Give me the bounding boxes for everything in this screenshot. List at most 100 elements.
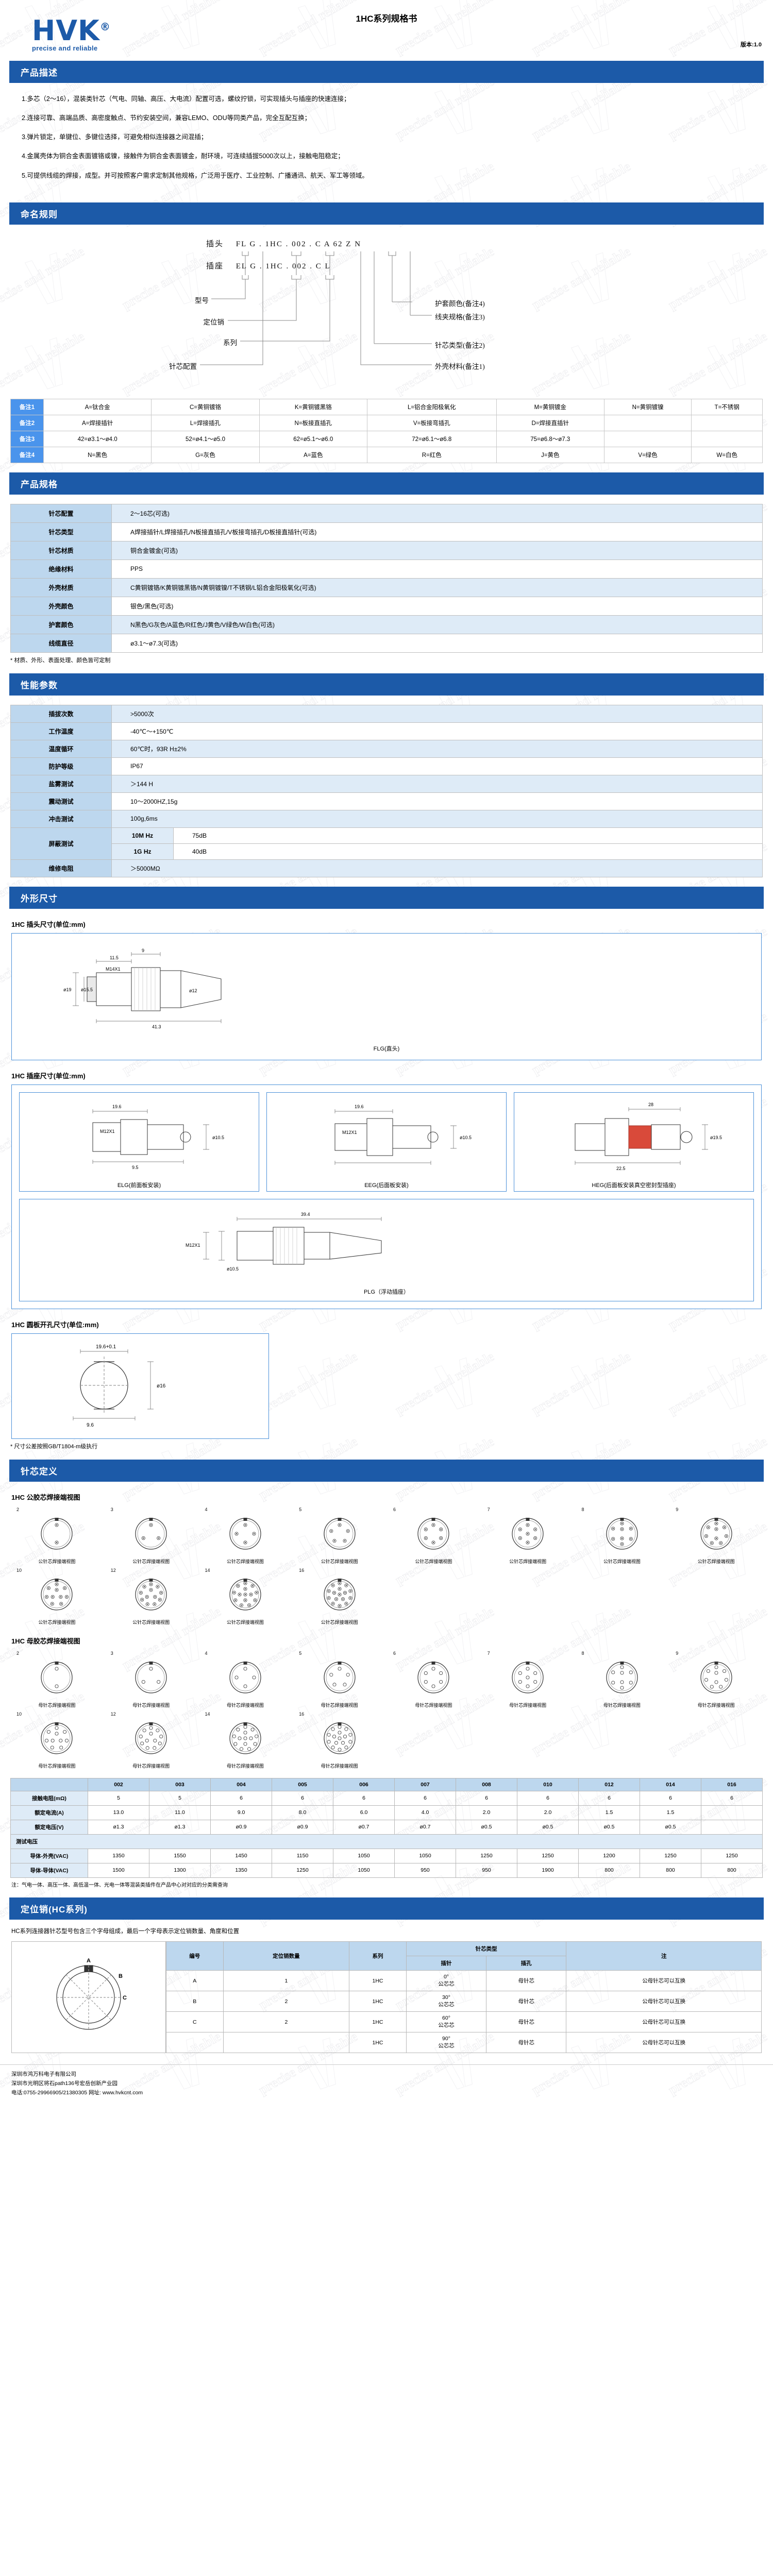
elec-row-key: 额定电流(A)	[10, 1805, 88, 1820]
naming-right-label-clamp: 线夹规格(备注3)	[435, 313, 485, 321]
pin-cell-caption: 公针芯焊接端视图	[38, 1619, 76, 1625]
pin-circle-icon	[11, 1656, 103, 1702]
elec-row-key: 接触电阻(mΩ)	[10, 1790, 88, 1806]
spec-value: PPS	[111, 559, 763, 579]
pin-cell-caption: 公针芯焊接端视图	[321, 1619, 358, 1625]
naming-left-label-pin: 定位销	[203, 318, 225, 326]
female-pin-title: 1HC 母胶芯焊接端视图	[11, 1637, 80, 1646]
elec-cell: ø0.7	[394, 1819, 456, 1835]
pin-cell-caption: 母针芯焊接端视图	[38, 1703, 76, 1708]
keying-female: 母针芯	[486, 2032, 567, 2054]
note-key: 备注4	[10, 446, 44, 463]
spec-key: 针芯配置	[10, 503, 112, 523]
pin-cell-caption: 公针芯焊接端视图	[132, 1558, 170, 1564]
elec-cell: 9.0	[210, 1805, 272, 1820]
logo-text: HVK	[32, 14, 100, 47]
table-row: 针芯配置 2～16芯(可选)	[10, 503, 763, 523]
note-key: 备注1	[10, 398, 44, 415]
eeg-caption: EEG(后面板安装)	[364, 1182, 409, 1189]
keying-col-series: 系列	[349, 1941, 407, 1971]
pin-circle-icon	[294, 1573, 385, 1619]
svg-text:ø19: ø19	[63, 987, 72, 992]
elec-cell: 2.0	[517, 1805, 579, 1820]
elec-cell: ø0.5	[578, 1819, 640, 1835]
pin-cell-caption: 公针芯焊接端视图	[38, 1558, 76, 1564]
elec-row-key: 导体-导体(VAC)	[10, 1862, 88, 1878]
elec-cell: 1550	[149, 1848, 211, 1863]
section-title-dimensions: 外形尺寸	[9, 886, 764, 909]
heg-caption: HEG(后面板安装真空密封型插座)	[592, 1182, 676, 1189]
note-cell: R=红色	[366, 446, 497, 463]
elec-cell: 1450	[210, 1848, 272, 1863]
pin-circle-icon	[11, 1512, 103, 1558]
pin-count-label: 14	[205, 1711, 210, 1717]
section-title-pin-definition: 针芯定义	[9, 1459, 764, 1482]
naming-right-label-pintype: 针芯类型(备注2)	[435, 341, 485, 349]
svg-text:19.6: 19.6	[112, 1104, 122, 1109]
spec-value: A焊接插针/L焊接插孔/N板接直插孔/V板接弯插孔/D板接直插针(可选)	[111, 522, 763, 541]
keying-id	[166, 2032, 224, 2054]
elec-cell: 1300	[149, 1862, 211, 1878]
elec-cell: 6	[333, 1790, 395, 1806]
elec-cell: 2.0	[456, 1805, 517, 1820]
elec-cell: 1050	[333, 1862, 395, 1878]
note-cell	[691, 430, 763, 447]
keying-id: B	[166, 1991, 224, 2012]
note-cell: 72=ø6.1～ø6.8	[366, 430, 497, 447]
note-cell	[691, 414, 763, 431]
svg-text:ø10.5: ø10.5	[460, 1135, 472, 1140]
spec-value: 银色/黑色(可选)	[111, 596, 763, 616]
pin-circle-icon	[200, 1656, 291, 1702]
pin-circle-icon	[670, 1656, 762, 1702]
perf-key: 盐雾测试	[10, 774, 112, 793]
elec-cell	[701, 1819, 763, 1835]
pin-count-label: 3	[110, 1651, 113, 1656]
elec-cell: ø0.5	[517, 1819, 579, 1835]
elec-cell: 5	[88, 1790, 149, 1806]
perf-value: 100g,6ms	[111, 809, 763, 828]
pin-circle-icon	[577, 1656, 668, 1702]
perf-key: 防护等级	[10, 757, 112, 775]
elec-cell: 1.5	[578, 1805, 640, 1820]
pin-count-label: 6	[393, 1651, 396, 1656]
svg-text:C: C	[123, 1995, 127, 2001]
table-row: 防护等级 IP67	[10, 757, 763, 775]
pin-count-label: 2	[16, 1506, 20, 1512]
keying-series: 1HC	[349, 1970, 407, 1992]
pin-count-label: 5	[299, 1651, 302, 1656]
elg-drawing: 19.6 M12X1 9.5 ø10.5	[92, 1104, 224, 1170]
note-cell: G=灰色	[151, 446, 260, 463]
spec-sheet-page: precise and reliable\/precise and reliab…	[0, 0, 773, 2105]
keying-col-pintype: 针芯类型	[406, 1941, 567, 1957]
plug-drawing-box: ø19 ø15.5 M14X1 9 11.5 41.3 ø12 FLG(直头)	[11, 933, 762, 1060]
elec-header-cell: 008	[456, 1777, 517, 1791]
socket-drawing-eeg: 19.6 M12X1 ø10.5 EEG(后面板安装)	[266, 1092, 507, 1192]
table-row: 外壳颜色 银色/黑色(可选)	[10, 596, 763, 616]
pin-cell-caption: 公针芯焊接端视图	[509, 1558, 547, 1564]
naming-left-label-model: 型号	[195, 296, 209, 304]
keying-series: 1HC	[349, 2011, 407, 2033]
svg-text:M12X1: M12X1	[342, 1130, 357, 1135]
page-footer: 深圳市鸿万科电子有限公司 深圳市光明区将石path136号宏岳创新产业园 电话:…	[0, 2064, 773, 2105]
elec-cell: ø0.5	[640, 1819, 701, 1835]
pin-count-label: 2	[16, 1651, 20, 1656]
elec-cell: 13.0	[88, 1805, 149, 1820]
pin-cell-caption: 公针芯焊接端视图	[603, 1558, 641, 1564]
elec-header-cell: 014	[640, 1777, 701, 1791]
elec-cell: 5	[149, 1790, 211, 1806]
elec-cell: 1250	[272, 1862, 333, 1878]
note-cell: 42=ø3.1～ø4.0	[43, 430, 152, 447]
performance-table: 插拔次数 >5000次 工作温度 -40℃～+150℃ 温度循环 60℃时，93…	[10, 704, 763, 877]
plug-drawing-caption: FLG(直头)	[373, 1045, 400, 1052]
plug-dimensions-title: 1HC 插头尺寸(单位:mm)	[11, 920, 86, 928]
pin-count-label: 4	[205, 1651, 208, 1656]
